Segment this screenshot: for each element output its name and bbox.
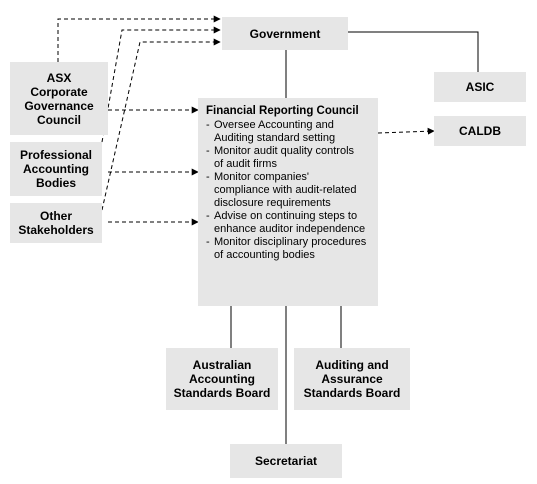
other-box: Other Stakeholders xyxy=(10,203,102,243)
professional-line: Professional xyxy=(19,148,93,162)
asic-box: ASIC xyxy=(434,72,526,102)
frc-item: Monitor companies' compliance with audit… xyxy=(206,171,372,210)
professional-line: Bodies xyxy=(35,176,76,190)
frc-item: Oversee Accounting and Auditing standard… xyxy=(206,119,372,145)
line-government-asic xyxy=(348,31,479,72)
caldb-label: CALDB xyxy=(459,124,501,138)
auasb-line: Standards Board xyxy=(303,386,401,400)
auasb-line: Assurance xyxy=(321,372,383,386)
asx-line: ASX xyxy=(46,70,72,85)
frc-item: Monitor audit quality controls of audit … xyxy=(206,145,372,171)
asx-line: Corporate xyxy=(30,84,88,99)
asx-box: ASX Corporate Governance Council xyxy=(10,62,108,135)
aasb-line: Australian xyxy=(192,358,252,372)
secretariat-box: Secretariat xyxy=(230,444,342,478)
caldb-box: CALDB xyxy=(434,116,526,146)
government-label: Government xyxy=(249,26,321,41)
frc-title: Financial Reporting Council xyxy=(206,105,359,117)
secretariat-label: Secretariat xyxy=(254,454,318,468)
government-box: Government xyxy=(222,17,348,50)
frc-responsibilities: Oversee Accounting and Auditing standard… xyxy=(206,119,372,262)
asic-label: ASIC xyxy=(465,80,495,94)
arrow-other-government xyxy=(101,38,221,211)
other-line: Other xyxy=(39,209,72,223)
aasb-line: Accounting xyxy=(189,372,255,386)
professional-line: Accounting xyxy=(23,162,89,176)
arrow-professional-government xyxy=(101,26,221,143)
frc-box: Financial Reporting Council Oversee Acco… xyxy=(198,98,378,306)
asx-line: Council xyxy=(37,112,81,127)
professional-box: Professional Accounting Bodies xyxy=(10,142,102,196)
aasb-box: Australian Accounting Standards Board xyxy=(166,348,278,410)
aasb-line: Standards Board xyxy=(173,386,271,400)
arrow-asx-government xyxy=(57,15,221,62)
other-line: Stakeholders xyxy=(18,223,94,237)
frc-item: Advise on continuing steps to enhance au… xyxy=(206,210,372,236)
auasb-line: Auditing and xyxy=(315,358,389,372)
asx-line: Governance xyxy=(24,98,94,113)
frc-item: Monitor disciplinary procedures of accou… xyxy=(206,236,372,262)
arrow-frc-caldb xyxy=(377,127,435,135)
auasb-box: Auditing and Assurance Standards Board xyxy=(294,348,410,410)
